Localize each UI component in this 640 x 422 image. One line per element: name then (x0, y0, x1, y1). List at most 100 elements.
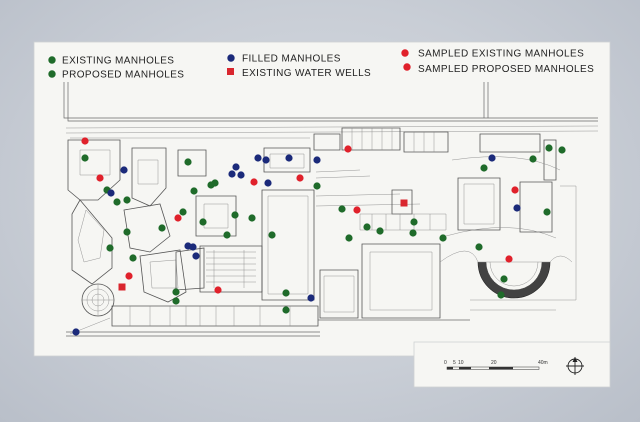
scale-tick-10: 10 (458, 360, 464, 366)
existing-manhole-marker (410, 218, 418, 226)
filled-manhole-marker (120, 166, 128, 174)
central-east (315, 169, 470, 321)
existing-manhole-marker (184, 158, 192, 166)
scale-bar: 0 5 10 20 40m (444, 360, 548, 370)
sampled-manhole-marker (505, 255, 513, 263)
existing-manhole-marker (409, 229, 417, 237)
left-buildings (67, 139, 237, 303)
existing-manhole-marker (123, 228, 131, 236)
red-square-icon (227, 68, 234, 75)
existing-manhole-marker (558, 146, 566, 154)
filled-manhole-marker (285, 154, 293, 162)
central-courtyard (261, 133, 341, 301)
legend-label: SAMPLED PROPOSED MANHOLES (418, 64, 594, 75)
existing-manhole-marker (172, 288, 180, 296)
filled-manhole-marker (313, 156, 321, 164)
filled-manhole-marker (189, 243, 197, 251)
existing-manhole-marker (129, 254, 137, 262)
scale-tick-0: 0 (444, 360, 447, 366)
existing-manhole-marker (113, 198, 121, 206)
green-dot-icon (48, 70, 56, 78)
filled-manhole-marker (254, 154, 262, 162)
sampled-manhole-marker (511, 186, 519, 194)
existing-manhole-marker (231, 211, 239, 219)
sampled-manhole-marker (250, 178, 258, 186)
green-dot-icon (48, 56, 56, 64)
legend-existing-water-wells: EXISTING WATER WELLS (227, 68, 371, 79)
bottom-strip (66, 305, 320, 337)
existing-manhole-marker (376, 227, 384, 235)
existing-manhole-marker (475, 243, 483, 251)
legend: EXISTING MANHOLES PROPOSED MANHOLES FILL… (48, 49, 594, 81)
legend-filled-manholes: FILLED MANHOLES (227, 54, 341, 65)
existing-manhole-marker (179, 208, 187, 216)
sampled-manhole-marker (214, 286, 222, 294)
paper-sheet (33, 41, 611, 388)
legend-proposed-manholes: PROPOSED MANHOLES (48, 70, 184, 81)
existing-manhole-marker (223, 231, 231, 239)
legend-label: FILLED MANHOLES (242, 54, 341, 65)
sampled-manhole-marker (296, 174, 304, 182)
legend-label: EXISTING MANHOLES (62, 56, 174, 67)
existing-manhole-marker (282, 306, 290, 314)
blue-dot-icon (227, 54, 235, 62)
existing-manhole-marker (172, 297, 180, 305)
existing-manhole-marker (480, 164, 488, 172)
legend-existing-manholes: EXISTING MANHOLES (48, 56, 174, 67)
filled-manhole-marker (264, 179, 272, 187)
east-area (445, 156, 577, 301)
existing-manhole-marker (500, 275, 508, 283)
legend-sampled-proposed-manholes: SAMPLED PROPOSED MANHOLES (403, 63, 594, 75)
existing-manhole-marker (345, 234, 353, 242)
existing-manhole-marker (81, 154, 89, 162)
filled-manhole-marker (237, 171, 245, 179)
filled-manhole-marker (192, 252, 200, 260)
map-markers (72, 137, 566, 336)
existing-manhole-marker (439, 234, 447, 242)
existing-manhole-marker (106, 244, 114, 252)
filled-manhole-marker (72, 328, 80, 336)
filled-manhole-marker (107, 189, 115, 197)
filled-manhole-marker (488, 154, 496, 162)
sampled-manhole-marker (344, 145, 352, 153)
existing-manhole-marker (199, 218, 207, 226)
existing-manhole-marker (545, 144, 553, 152)
existing-manhole-marker (497, 291, 505, 299)
existing-manhole-marker (158, 224, 166, 232)
scale-tick-20: 20 (491, 360, 497, 366)
scale-tick-5: 5 (453, 360, 456, 366)
existing-manhole-marker (313, 182, 321, 190)
east-amphitheatre (439, 250, 573, 311)
north-arrow-icon (566, 357, 584, 375)
existing-manhole-marker (282, 289, 290, 297)
existing-manhole-marker (248, 214, 256, 222)
legend-sampled-existing-manholes: SAMPLED EXISTING MANHOLES (401, 49, 584, 60)
sampled-manhole-marker (125, 272, 133, 280)
filled-manhole-marker (513, 204, 521, 212)
existing-manhole-marker (268, 231, 276, 239)
legend-label: PROPOSED MANHOLES (62, 70, 184, 81)
red-dot-icon (401, 49, 409, 57)
existing-manhole-marker (338, 205, 346, 213)
filled-manhole-marker (228, 170, 236, 178)
scale-tick-40m: 40m (538, 360, 548, 366)
sampled-manhole-marker (81, 137, 89, 145)
sampled-manhole-marker (353, 206, 361, 214)
existing-manhole-marker (211, 179, 219, 187)
row-buildings (341, 127, 557, 181)
left-amphitheatre (81, 283, 115, 317)
filled-manhole-marker (307, 294, 315, 302)
filled-manhole-marker (232, 163, 240, 171)
sampled-manhole-marker (96, 174, 104, 182)
existing-manhole-marker (123, 196, 131, 204)
filled-manhole-marker (262, 156, 270, 164)
water-well-marker (118, 283, 126, 291)
legend-label: EXISTING WATER WELLS (242, 68, 371, 79)
site-plan (63, 82, 599, 337)
red-dot-icon (403, 63, 411, 71)
existing-manhole-marker (543, 208, 551, 216)
legend-label: SAMPLED EXISTING MANHOLES (418, 49, 584, 60)
sampled-manhole-marker (174, 214, 182, 222)
